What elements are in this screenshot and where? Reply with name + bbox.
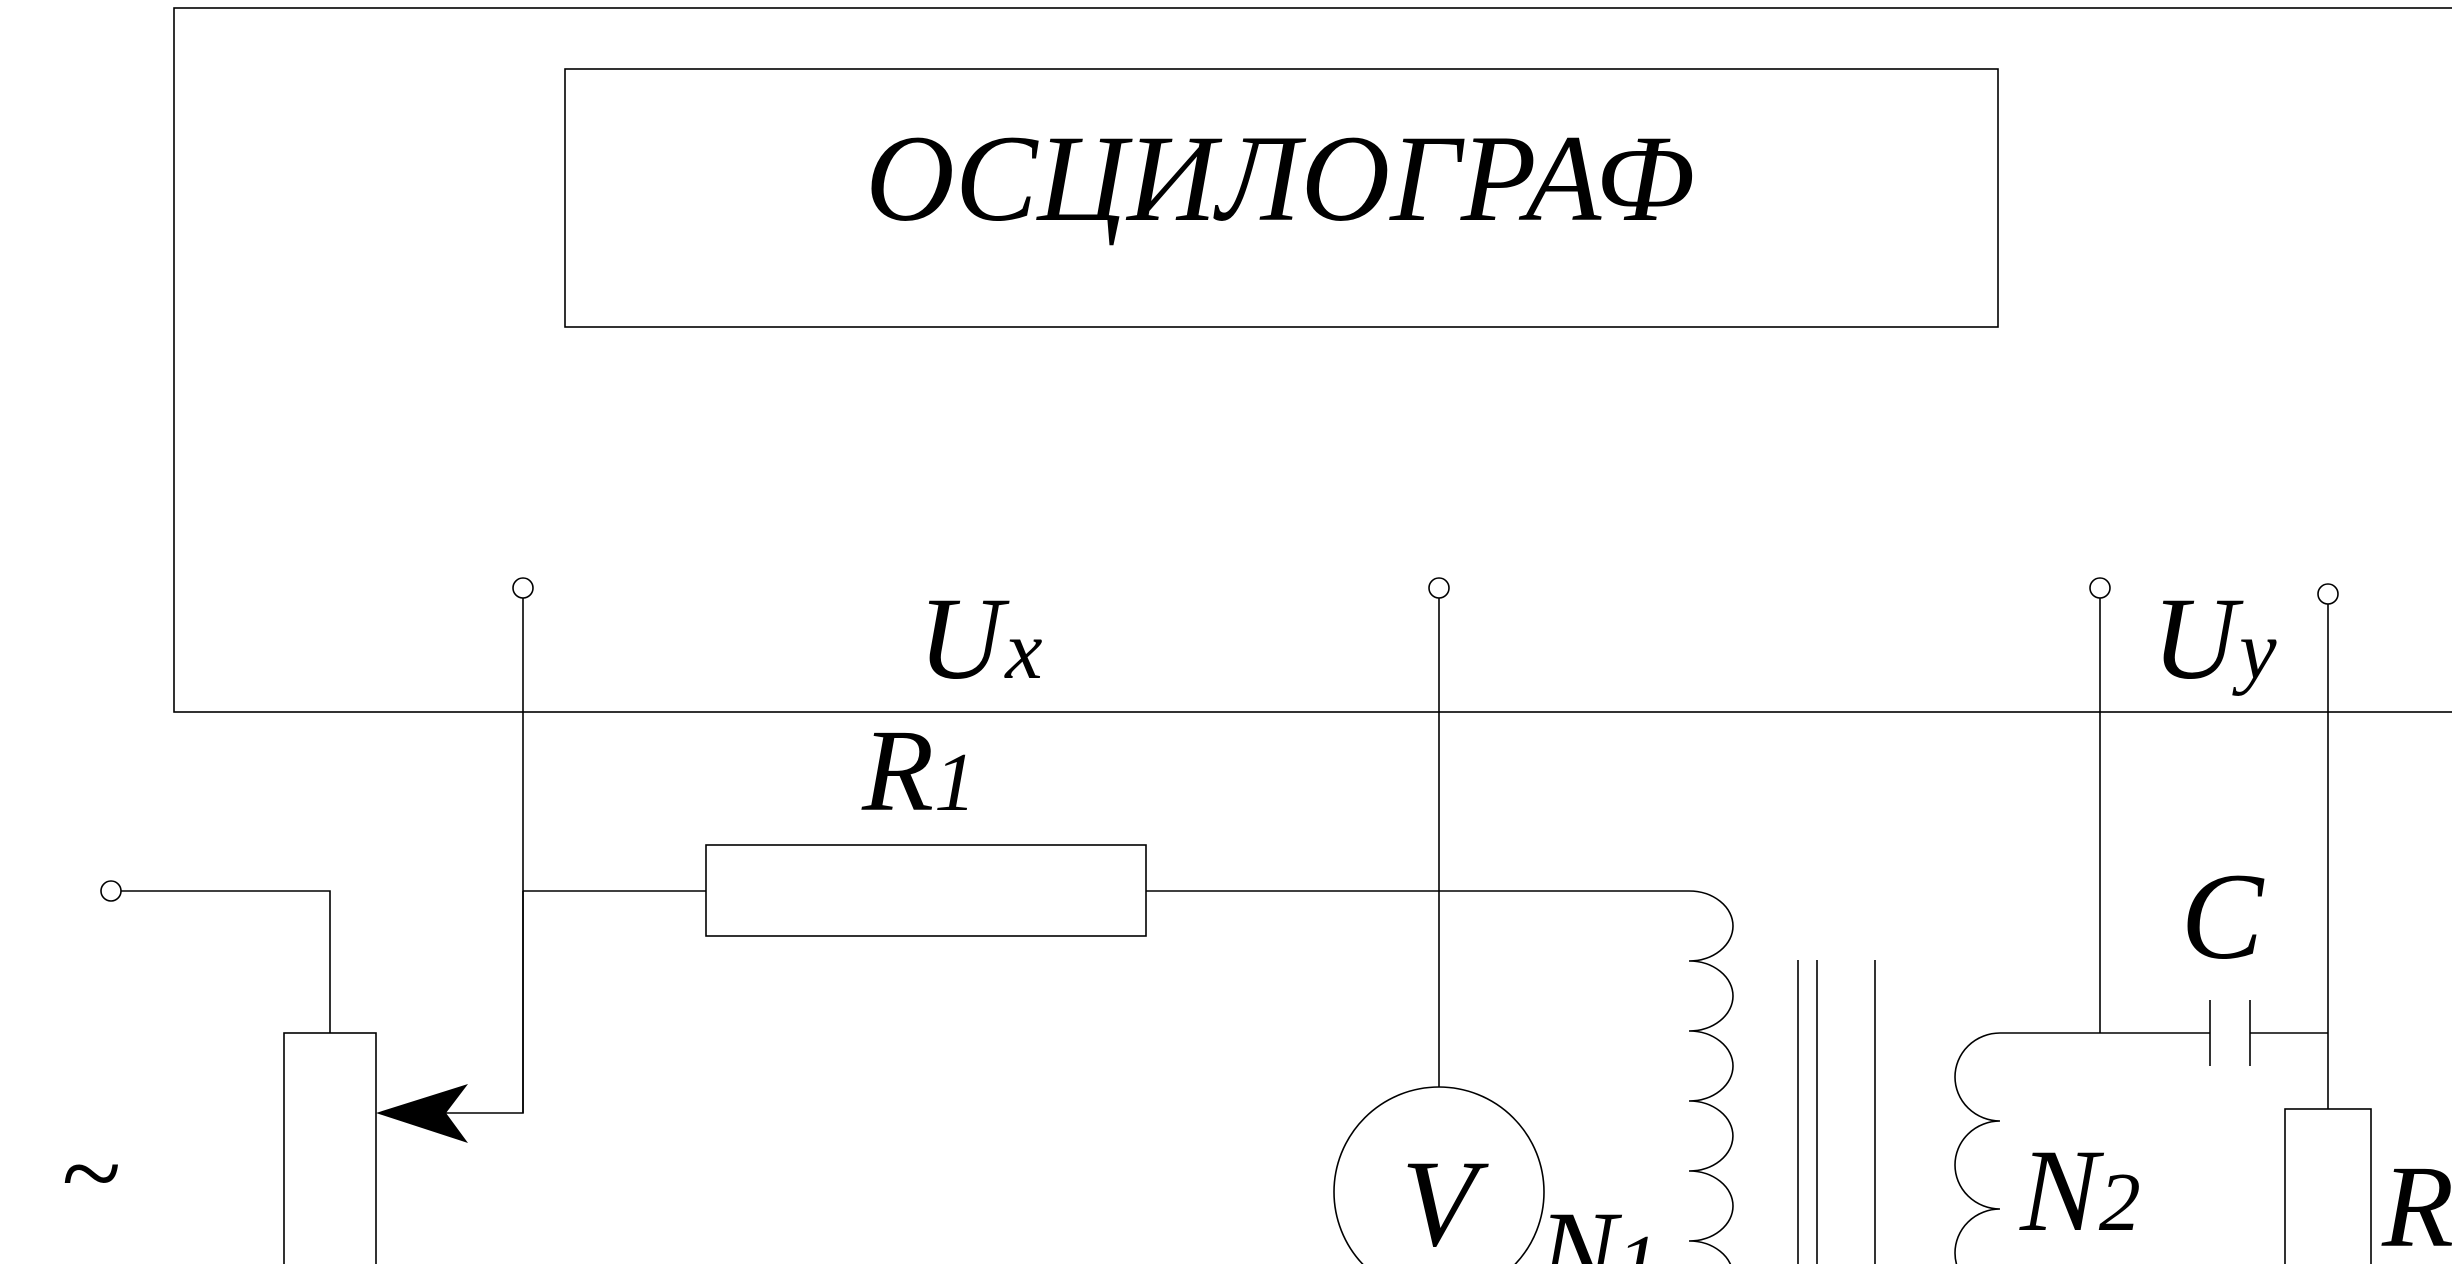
n1-label: N1 xyxy=(1537,1187,1659,1264)
primary-coil xyxy=(1688,890,1734,1264)
secondary-coil xyxy=(1954,1032,2001,1264)
source-symbol: ~ xyxy=(60,1112,120,1234)
uy-label: Uy xyxy=(2152,573,2277,704)
oscilloscope-box xyxy=(173,7,2452,713)
capacitor-label: C xyxy=(2181,848,2265,985)
ux-terminal-left xyxy=(512,577,534,599)
oscilloscope-screen-box xyxy=(564,68,1999,328)
r1-resistor xyxy=(705,844,1147,937)
source-wire xyxy=(121,890,331,1033)
rheostat-body xyxy=(283,1032,377,1264)
ux-terminal-right xyxy=(1428,577,1450,599)
voltmeter-symbol xyxy=(1333,1086,1545,1264)
r1-label: R1 xyxy=(861,705,976,836)
rheostat-slider-arrow xyxy=(376,1084,468,1143)
voltmeter-label: V xyxy=(1401,1135,1489,1264)
rheostat-slider-wire xyxy=(440,891,524,1114)
r2-resistor xyxy=(2284,1108,2372,1264)
uy-terminal-right xyxy=(2317,583,2339,605)
source-terminal xyxy=(100,880,122,902)
ux-label: Ux xyxy=(918,573,1043,704)
n2-label: N2 xyxy=(2019,1125,2141,1256)
uy-terminal-left xyxy=(2089,577,2111,599)
oscilloscope-title: ОСЦИЛОГРАФ xyxy=(865,110,1694,247)
r2-label: R xyxy=(2381,1141,2452,1264)
